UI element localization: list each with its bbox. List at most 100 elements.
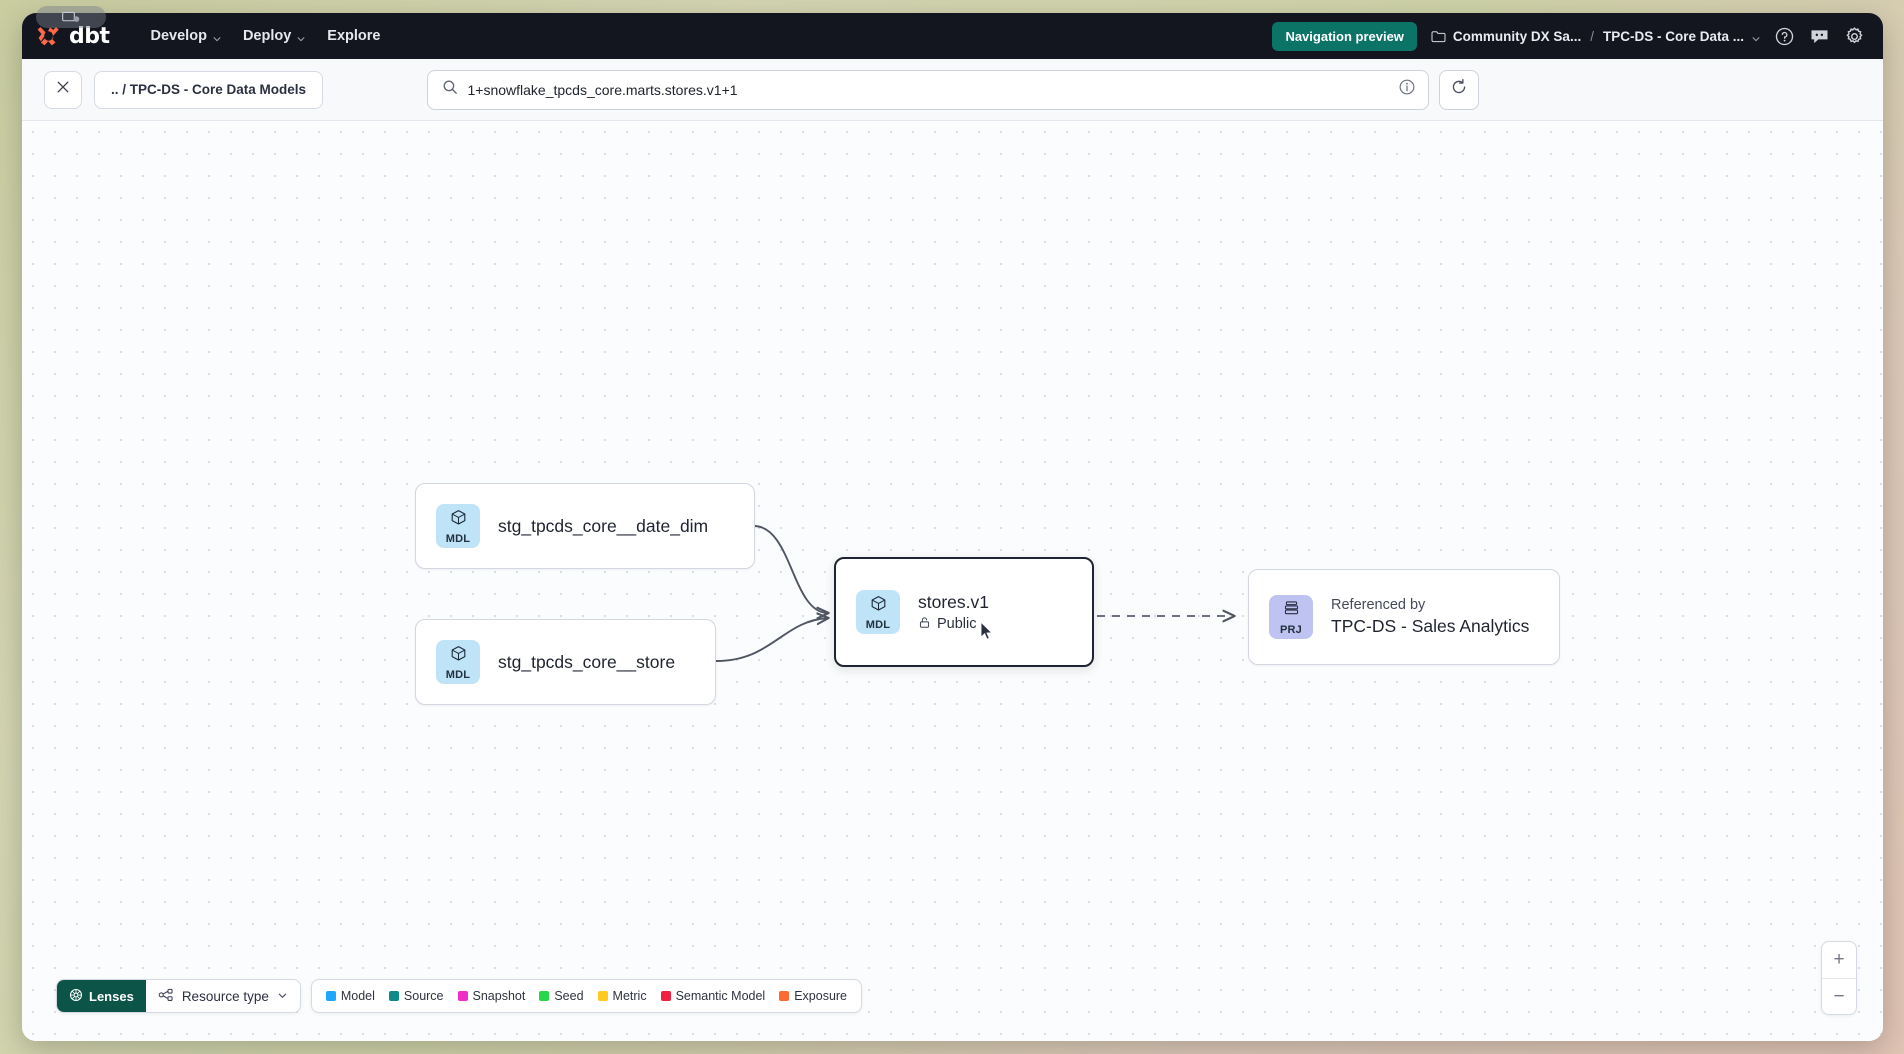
- breadcrumb[interactable]: .. / TPC-DS - Core Data Models: [94, 70, 324, 109]
- lenses-button[interactable]: Lenses: [57, 980, 146, 1012]
- legend-label: Exposure: [794, 989, 848, 1003]
- brand-name: dbt: [69, 23, 110, 49]
- node-kicker: Referenced by: [1331, 597, 1426, 613]
- legend-swatch: [779, 991, 790, 1001]
- resource-type-label: Resource type: [181, 988, 269, 1004]
- dbt-logo[interactable]: dbt: [36, 23, 110, 49]
- node-access-row: Public: [918, 616, 989, 633]
- lens-group: Lenses Resource type: [56, 979, 301, 1013]
- legend-label: Snapshot: [472, 989, 526, 1003]
- search-icon: [442, 79, 458, 100]
- nav-project-name[interactable]: TPC-DS - Core Data ...: [1602, 28, 1744, 44]
- nav-item-develop[interactable]: Develop: [140, 22, 232, 50]
- lineage-toolbar: .. / TPC-DS - Core Data Models: [22, 59, 1883, 121]
- legend-label: Metric: [612, 989, 647, 1003]
- close-icon: [55, 79, 71, 100]
- nav-breadcrumb: Community DX Sa... / TPC-DS - Core Data …: [1431, 29, 1760, 44]
- top-navigation-bar: dbt Develop Deploy Explore Navigation pr…: [22, 13, 1883, 59]
- badge-label: MDL: [865, 618, 891, 631]
- unlock-icon: [918, 616, 931, 633]
- refresh-button[interactable]: [1438, 69, 1479, 110]
- node-type-badge-mdl: MDL: [436, 504, 480, 548]
- nav-item-deploy[interactable]: Deploy: [232, 22, 316, 50]
- node-body: Referenced by TPC-DS - Sales Analytics: [1331, 597, 1529, 637]
- badge-label: MDL: [445, 532, 471, 545]
- legend-item-exposure: Exposure: [779, 989, 847, 1003]
- legend-label: Semantic Model: [675, 989, 766, 1003]
- node-title: stg_tpcds_core__store: [498, 651, 676, 672]
- window-chrome-overlay: [36, 6, 106, 28]
- legend-item-model: Model: [325, 989, 375, 1003]
- node-body: stg_tpcds_core__date_dim: [498, 516, 708, 537]
- feedback-icon[interactable]: [1809, 26, 1830, 47]
- zoom-out-button[interactable]: −: [1822, 978, 1856, 1014]
- node-type-badge-prj: PRJ: [1269, 595, 1313, 639]
- graph-node-stores-v1[interactable]: MDL stores.v1 Public: [834, 557, 1094, 667]
- resource-type-legend: Model Source Snapshot Seed Metric: [310, 979, 863, 1013]
- search-input[interactable]: [467, 81, 1388, 98]
- edge-layer: [715, 525, 1883, 662]
- graph-node-project-sales-analytics[interactable]: PRJ Referenced by TPC-DS - Sales Analyti…: [1248, 569, 1560, 665]
- breadcrumb-separator: /: [1590, 28, 1594, 44]
- badge-label: PRJ: [1280, 623, 1302, 636]
- graph-node-stg-store[interactable]: MDL stg_tpcds_core__store: [415, 619, 716, 705]
- chevron-down-icon: [277, 989, 288, 1004]
- bottom-control-bar: Lenses Resource type: [56, 979, 863, 1013]
- resource-type-dropdown[interactable]: Resource type: [145, 980, 300, 1012]
- node-access-label: Public: [937, 616, 977, 632]
- chevron-down-icon: [212, 32, 221, 41]
- node-title: TPC-DS - Sales Analytics: [1331, 616, 1530, 636]
- cube-icon: [869, 594, 888, 618]
- legend-swatch: [457, 991, 468, 1001]
- legend-label: Seed: [554, 989, 584, 1003]
- nav-item-label: Deploy: [242, 28, 292, 44]
- legend-swatch: [539, 991, 550, 1001]
- help-circle-icon[interactable]: [1774, 26, 1795, 47]
- lineage-graph-canvas[interactable]: MDL stg_tpcds_core__date_dim MDL stg_tpc…: [22, 121, 1883, 1041]
- close-button[interactable]: [44, 70, 82, 109]
- lens-icon: [69, 988, 83, 1005]
- legend-item-semantic-model: Semantic Model: [660, 989, 766, 1003]
- legend-item-source: Source: [388, 989, 444, 1003]
- info-circle-icon[interactable]: [1398, 78, 1416, 101]
- graph-node-stg-date-dim[interactable]: MDL stg_tpcds_core__date_dim: [415, 483, 755, 569]
- nav-right-group: Navigation preview Community DX Sa... / …: [1272, 21, 1865, 51]
- legend-label: Source: [403, 989, 444, 1003]
- badge-label: MDL: [445, 668, 471, 681]
- node-body: stg_tpcds_core__store: [498, 652, 675, 673]
- nav-item-label: Develop: [150, 28, 207, 44]
- node-type-badge-mdl: MDL: [436, 640, 480, 684]
- legend-swatch: [325, 991, 336, 1001]
- legend-item-metric: Metric: [597, 989, 647, 1003]
- legend-swatch: [660, 991, 671, 1001]
- search-box[interactable]: [426, 69, 1429, 110]
- project-stack-icon: [1282, 599, 1301, 623]
- refresh-icon: [1450, 78, 1468, 101]
- dbt-x-logo-icon: [36, 23, 62, 49]
- chevron-down-icon: [296, 32, 305, 41]
- zoom-controls: + −: [1821, 941, 1857, 1015]
- app-window: dbt Develop Deploy Explore Navigation pr…: [22, 13, 1883, 1041]
- legend-swatch: [597, 991, 608, 1001]
- screen-share-icon: [62, 11, 80, 22]
- legend-item-seed: Seed: [539, 989, 584, 1003]
- legend-swatch: [388, 991, 399, 1001]
- legend-item-snapshot: Snapshot: [457, 989, 526, 1003]
- navigation-preview-badge[interactable]: Navigation preview: [1272, 21, 1417, 51]
- gear-icon[interactable]: [1844, 26, 1865, 47]
- nav-account-name[interactable]: Community DX Sa...: [1452, 28, 1582, 44]
- cube-icon: [449, 508, 468, 532]
- node-title: stores.v1: [918, 591, 989, 612]
- node-title: stg_tpcds_core__date_dim: [498, 515, 709, 536]
- node-type-badge-mdl: MDL: [856, 590, 900, 634]
- nav-item-label: Explore: [327, 28, 381, 44]
- legend-label: Model: [340, 989, 375, 1003]
- lenses-label: Lenses: [89, 988, 134, 1004]
- cube-icon: [449, 644, 468, 668]
- zoom-in-button[interactable]: +: [1833, 949, 1845, 970]
- chevron-down-icon[interactable]: [1751, 32, 1760, 41]
- folder-icon: [1431, 30, 1446, 43]
- nav-item-explore[interactable]: Explore: [316, 22, 391, 50]
- node-body: stores.v1 Public: [918, 592, 989, 633]
- nodes-icon: [158, 988, 174, 1005]
